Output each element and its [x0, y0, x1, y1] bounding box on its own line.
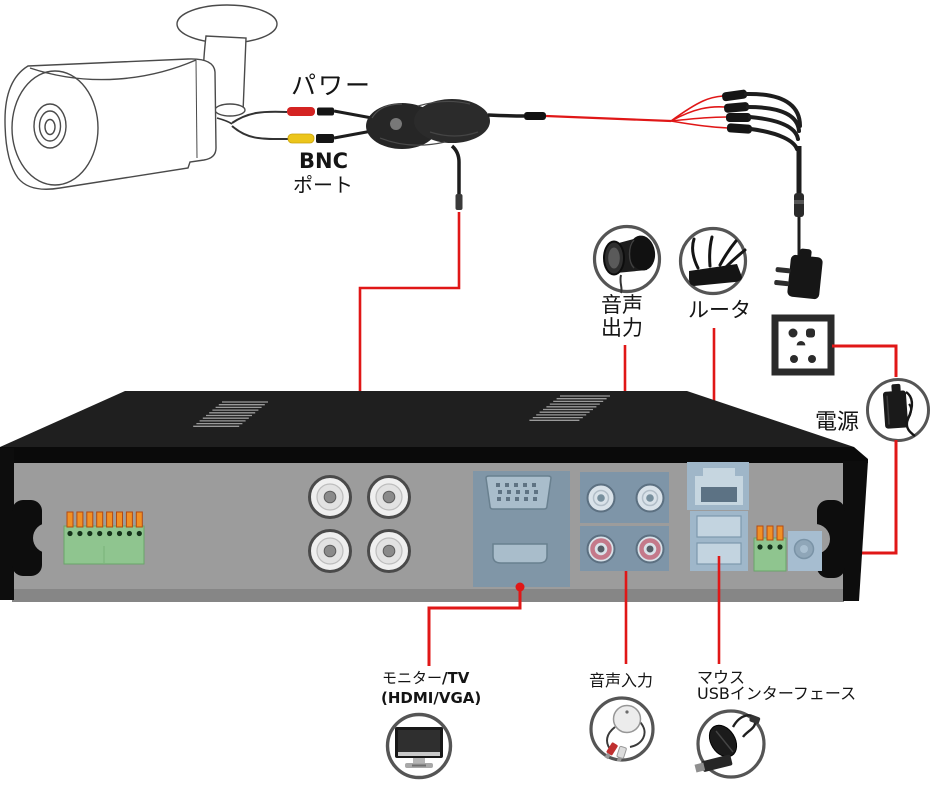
camera-body — [4, 58, 217, 190]
hdmi-to-monitor-line — [427, 587, 522, 666]
usb-port-top — [696, 515, 742, 538]
audio-out-label: 音声 出力 — [601, 294, 643, 340]
monitor-icon — [385, 712, 453, 780]
dvr-left-cap — [0, 448, 63, 600]
bnc-port-1 — [308, 475, 352, 519]
bnc-ports — [308, 475, 411, 573]
camera-pigtails — [216, 107, 373, 144]
vent-grille-right — [529, 395, 610, 421]
terminal-block-3pin — [753, 525, 787, 572]
audio-out-label-line1: 音声 — [601, 293, 643, 317]
router-icon — [678, 226, 748, 296]
power-pigtail-connector — [287, 107, 334, 116]
mouse-usb-label: マウス USBインターフェース — [697, 670, 856, 702]
power-feed-line — [545, 114, 672, 123]
power-splitter-cables — [670, 89, 804, 257]
dvr-panel-bottom-strip — [12, 589, 844, 602]
power-label: パワー — [291, 71, 373, 100]
bnc-pigtail-connector — [287, 133, 334, 144]
audio-in-label: 音声入力 — [589, 671, 654, 690]
video-cable-connector — [487, 112, 546, 120]
mouse-label-line1: マウス — [697, 668, 746, 687]
vga-hdmi-panel — [473, 471, 570, 587]
bnc-port-2 — [367, 475, 411, 519]
terminal-block-8pin — [63, 511, 145, 565]
dvr-front-edge — [0, 447, 868, 463]
hdmi-port — [492, 543, 548, 564]
router-label: ルータ — [688, 298, 751, 322]
dvr-lid — [0, 391, 854, 447]
power-input-port — [788, 531, 822, 571]
bnc-port-3 — [308, 529, 352, 573]
camera-lens — [11, 70, 99, 186]
audio-in-ports — [580, 526, 669, 571]
monitor-label-tv: /TV — [442, 669, 470, 687]
bnc-label: BNC — [299, 149, 348, 173]
speaker-icon — [592, 224, 662, 294]
dvr-chassis — [0, 391, 868, 602]
bnc-sublabel: ポート — [293, 173, 353, 197]
video-drop-cable — [450, 144, 463, 210]
microphone-icon — [589, 696, 655, 763]
vent-grille-left — [193, 401, 268, 427]
camera-illustration — [4, 4, 278, 190]
cable-coil — [366, 99, 490, 149]
wall-outlet-icon — [771, 314, 835, 376]
mouse-label-line2: USBインターフェース — [697, 684, 857, 703]
bnc-port-4 — [367, 529, 411, 573]
monitor-label-text: モニター — [382, 669, 443, 687]
vga-port — [485, 475, 552, 510]
outlet-to-adapter-line — [832, 344, 898, 377]
monitor-label: モニター/TV — [382, 670, 469, 687]
camera-to-bnc-line — [358, 212, 461, 474]
dc-plugs — [722, 89, 753, 134]
power-supply-label: 電源 — [815, 410, 860, 435]
mouse-usb-icon — [694, 709, 766, 779]
monitor-sublabel: (HDMI/VGA) — [381, 689, 482, 707]
audio-out-label-line2: 出力 — [601, 316, 643, 340]
audio-out-ports — [580, 472, 669, 523]
power-adapter-icon — [866, 378, 930, 442]
ethernet-port — [687, 462, 749, 510]
dvr-right-cap — [800, 461, 868, 601]
ac-adapter-plug-icon — [774, 248, 823, 300]
